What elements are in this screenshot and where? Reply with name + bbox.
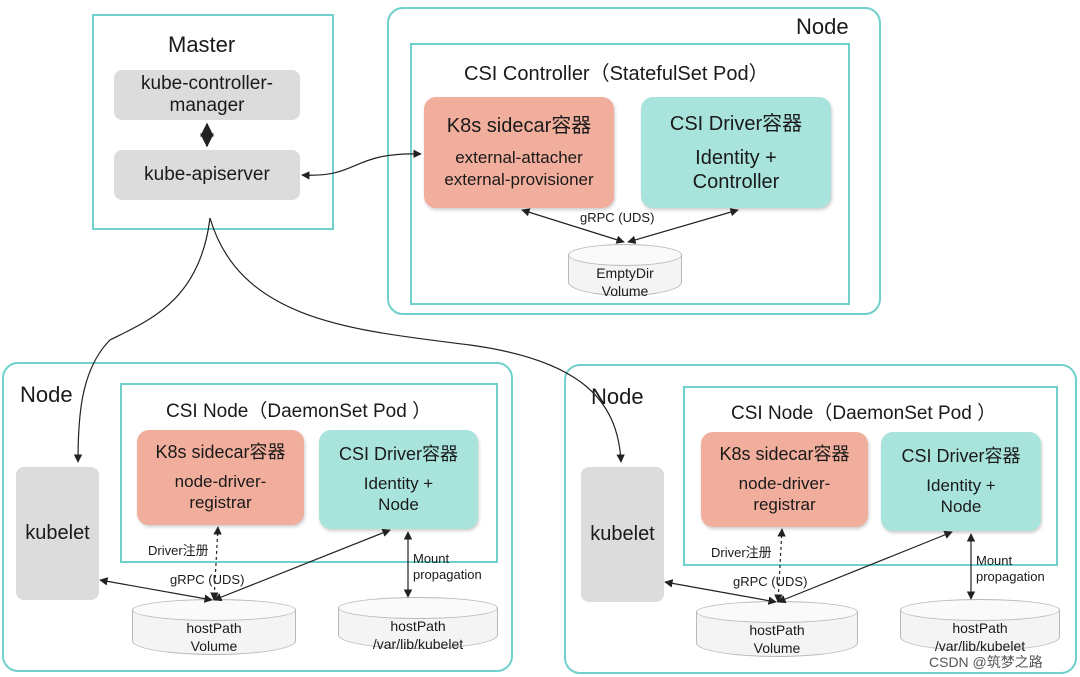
node-left-mount-line-2: propagation — [413, 567, 482, 582]
left-driver-volume-arrow — [213, 528, 391, 602]
controller-sidecar-line-1: external-attacher — [455, 147, 583, 167]
controller-driver-title: CSI Driver容器 — [669, 112, 803, 135]
kube-apiserver-label: kube-apiserver — [144, 164, 270, 185]
node-left-driver-line-2: Node — [378, 495, 419, 514]
node-right-driver-reg-label: Driver注册 — [711, 545, 772, 560]
node-left-driver-title: CSI Driver容器 — [338, 444, 458, 464]
kubelet-right-label: kubelet — [590, 523, 655, 545]
node-left-hostpath-line-2: /var/lib/kubelet — [372, 636, 464, 652]
node-left-sidecar-box: K8s sidecar容器 node-driver- registrar — [137, 430, 304, 525]
node-right-sidecar-box: K8s sidecar容器 node-driver- registrar — [701, 432, 868, 527]
right-driver-reg-arrow — [774, 528, 786, 603]
node-right-mount-line-1: Mount — [976, 553, 1013, 568]
node-right-hostpath-volume: hostPath Volume — [696, 601, 858, 657]
node-right-hostpath-kubelet: hostPath /var/lib/kubelet — [900, 599, 1060, 654]
node-left-driver-reg-label: Driver注册 — [148, 543, 209, 558]
kube-controller-manager-box: kube-controller- manager — [114, 70, 300, 120]
top-grpc-driver-arrow — [627, 208, 739, 244]
node-right-driver-line-1: Identity + — [926, 476, 996, 495]
left-kubelet-volume-arrow — [99, 577, 213, 603]
node-left-driver-box: CSI Driver容器 Identity + Node — [319, 430, 478, 529]
right-driver-volume-arrow — [777, 530, 953, 604]
kubelet-left-label: kubelet — [25, 522, 90, 544]
node-right-driver-line-2: Node — [940, 497, 982, 516]
apiserver-sidecar-arrow — [301, 149, 422, 180]
node-left-volume-line-1: hostPath — [186, 620, 242, 636]
csi-controller-pod-title: CSI Controller（StatefulSet Pod） — [464, 63, 769, 85]
controller-driver-line-1: Identity + — [695, 146, 777, 169]
node-right-mount-line-2: propagation — [976, 569, 1045, 584]
top-grpc-sidecar-arrow — [521, 208, 625, 244]
csi-node-right-pod-title: CSI Node（DaemonSet Pod ） — [731, 403, 997, 424]
node-left-mount-line-1: Mount — [413, 551, 450, 566]
kubelet-right-box: kubelet — [581, 467, 664, 602]
node-right-title: Node — [591, 384, 644, 409]
node-left-sidecar-line-2: registrar — [189, 493, 252, 512]
node-right-hostpath-line-1: hostPath — [952, 620, 1008, 636]
node-left-hostpath-line-1: hostPath — [390, 618, 446, 634]
node-right-sidecar-line-2: registrar — [753, 495, 816, 514]
master-title: Master — [168, 32, 236, 57]
node-left-title: Node — [20, 382, 73, 407]
kube-apiserver-box: kube-apiserver — [114, 150, 300, 200]
node-left-volume-line-2: Volume — [190, 638, 238, 654]
apiserver-kubelet-left-arrow — [73, 217, 211, 463]
apiserver-kubelet-right-arrow — [209, 217, 625, 463]
node-left-hostpath-kubelet: hostPath /var/lib/kubelet — [338, 597, 498, 652]
node-left-mount-label: Mount propagation — [413, 551, 482, 583]
node-left-sidecar-line-1: node-driver- — [174, 472, 267, 491]
node-left-sidecar-title: K8s sidecar容器 — [155, 442, 286, 462]
emptydir-volume: EmptyDir Volume — [568, 244, 682, 299]
watermark: CSDN @筑梦之路 — [929, 654, 1043, 670]
emptydir-line-1: EmptyDir — [596, 265, 654, 281]
controller-sidecar-box: K8s sidecar容器 external-attacher external… — [424, 97, 614, 208]
node-left-driver-line-1: Identity + — [363, 474, 434, 493]
node-top-title: Node — [796, 14, 849, 39]
emptydir-line-2: Volume — [601, 283, 649, 299]
kube-controller-manager-line-1: kube-controller- — [141, 73, 273, 94]
node-left-hostpath-volume: hostPath Volume — [132, 599, 296, 655]
node-right-volume-line-1: hostPath — [749, 622, 805, 638]
kube-controller-manager-line-2: manager — [169, 95, 245, 116]
controller-sidecar-title: K8s sidecar容器 — [446, 114, 592, 137]
csi-node-left-pod-title: CSI Node（DaemonSet Pod ） — [166, 401, 432, 422]
controller-driver-box: CSI Driver容器 Identity + Controller — [641, 97, 831, 208]
controller-driver-line-2: Controller — [692, 170, 780, 193]
right-kubelet-volume-arrow — [664, 579, 777, 605]
kubelet-left-box: kubelet — [16, 467, 99, 600]
node-right-mount-label: Mount propagation — [976, 553, 1045, 585]
node-right-volume-line-2: Volume — [753, 640, 801, 656]
node-right-sidecar-title: K8s sidecar容器 — [719, 444, 850, 464]
left-driver-reg-arrow — [210, 526, 222, 601]
node-right-driver-title: CSI Driver容器 — [901, 446, 1021, 466]
node-right-sidecar-line-1: node-driver- — [738, 474, 831, 493]
controller-sidecar-line-2: external-provisioner — [444, 169, 594, 189]
node-right-hostpath-line-2: /var/lib/kubelet — [934, 638, 1026, 654]
node-right-driver-box: CSI Driver容器 Identity + Node — [881, 432, 1041, 531]
